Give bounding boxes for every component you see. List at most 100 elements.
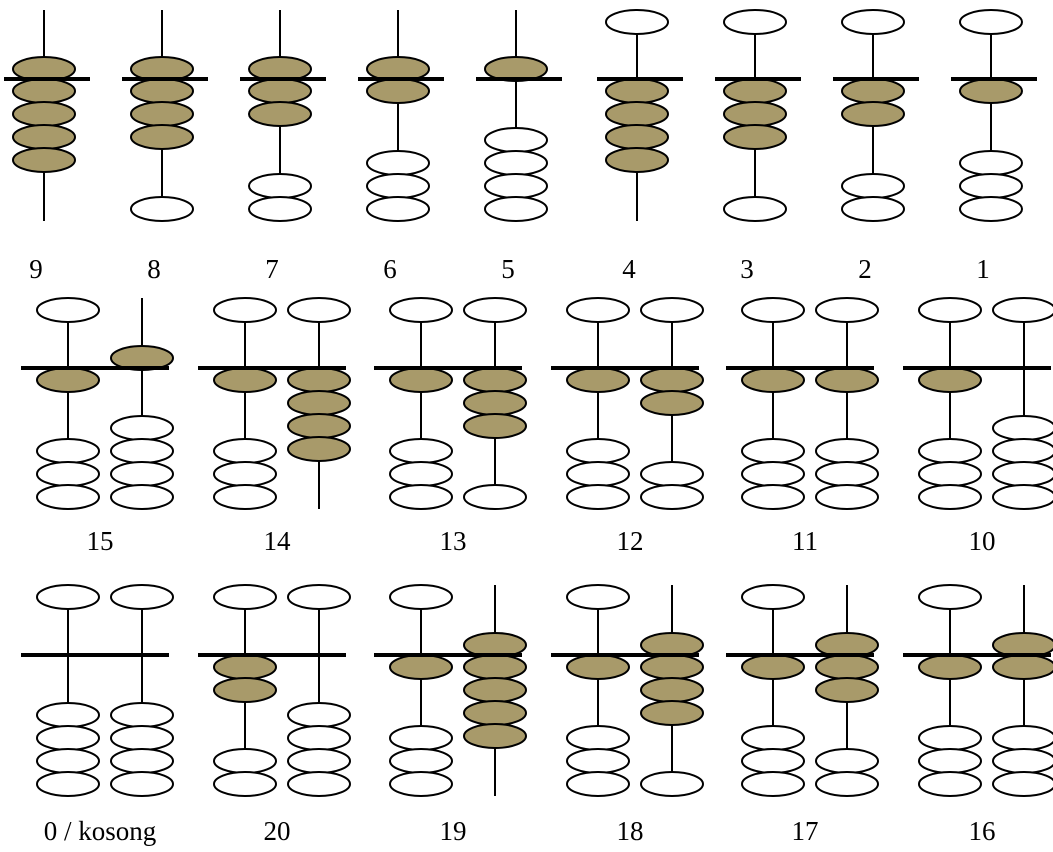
- earth-bead-idle: [288, 772, 350, 796]
- earth-bead-counted: [641, 701, 703, 725]
- earth-bead-idle: [567, 772, 629, 796]
- earth-bead-idle: [37, 726, 99, 750]
- earth-bead-counted: [606, 102, 668, 126]
- earth-bead-counted: [742, 655, 804, 679]
- earth-bead-idle: [842, 174, 904, 198]
- earth-bead-counted: [464, 368, 526, 392]
- earth-bead-counted: [131, 125, 193, 149]
- earth-bead-idle: [37, 439, 99, 463]
- earth-bead-idle: [993, 772, 1053, 796]
- heaven-bead-idle: [919, 585, 981, 609]
- earth-bead-counted: [37, 368, 99, 392]
- earth-bead-counted: [993, 655, 1053, 679]
- heaven-bead-idle: [288, 585, 350, 609]
- earth-bead-idle: [641, 772, 703, 796]
- earth-bead-counted: [131, 102, 193, 126]
- earth-bead-counted: [214, 655, 276, 679]
- earth-bead-counted: [214, 678, 276, 702]
- earth-bead-idle: [742, 439, 804, 463]
- earth-bead-counted: [464, 701, 526, 725]
- earth-bead-counted: [842, 79, 904, 103]
- earth-bead-idle: [390, 485, 452, 509]
- abacus-figure-15: 15: [21, 298, 173, 556]
- earth-bead-idle: [249, 174, 311, 198]
- earth-bead-idle: [214, 485, 276, 509]
- earth-bead-idle: [111, 703, 173, 727]
- earth-bead-idle: [816, 439, 878, 463]
- abacus-figure-1: 1: [951, 10, 1037, 284]
- abacus-figure-12: 12: [551, 298, 703, 556]
- earth-bead-counted: [742, 368, 804, 392]
- earth-bead-counted: [390, 368, 452, 392]
- heaven-bead-idle: [390, 585, 452, 609]
- earth-bead-counted: [567, 368, 629, 392]
- abacus-figure-16: 16: [903, 585, 1053, 846]
- earth-bead-idle: [214, 749, 276, 773]
- earth-bead-counted: [919, 368, 981, 392]
- earth-bead-idle: [464, 485, 526, 509]
- earth-bead-idle: [816, 772, 878, 796]
- earth-bead-counted: [919, 655, 981, 679]
- earth-bead-idle: [249, 197, 311, 221]
- earth-bead-idle: [641, 462, 703, 486]
- earth-bead-counted: [249, 102, 311, 126]
- earth-bead-idle: [919, 439, 981, 463]
- figure-label: 12: [617, 526, 644, 556]
- earth-bead-idle: [214, 439, 276, 463]
- earth-bead-counted: [842, 102, 904, 126]
- earth-bead-idle: [567, 485, 629, 509]
- earth-bead-idle: [390, 749, 452, 773]
- figure-label: 13: [440, 526, 467, 556]
- earth-bead-idle: [485, 174, 547, 198]
- heaven-bead-idle: [993, 298, 1053, 322]
- figure-label: 11: [792, 526, 818, 556]
- earth-bead-idle: [111, 485, 173, 509]
- earth-bead-idle: [131, 197, 193, 221]
- earth-bead-idle: [742, 749, 804, 773]
- earth-bead-idle: [993, 439, 1053, 463]
- earth-bead-counted: [13, 125, 75, 149]
- earth-bead-counted: [567, 655, 629, 679]
- earth-bead-idle: [960, 197, 1022, 221]
- earth-bead-counted: [816, 368, 878, 392]
- earth-bead-idle: [367, 151, 429, 175]
- abacus-figure-10: 10: [903, 298, 1053, 556]
- earth-bead-counted: [249, 79, 311, 103]
- figure-label: 4: [622, 254, 636, 284]
- earth-bead-idle: [742, 726, 804, 750]
- earth-bead-idle: [111, 462, 173, 486]
- earth-bead-idle: [485, 197, 547, 221]
- heaven-bead-idle: [111, 585, 173, 609]
- figure-label: 6: [383, 254, 397, 284]
- earth-bead-idle: [816, 749, 878, 773]
- earth-bead-idle: [214, 772, 276, 796]
- earth-bead-counted: [131, 79, 193, 103]
- earth-bead-idle: [919, 485, 981, 509]
- earth-bead-idle: [919, 749, 981, 773]
- earth-bead-counted: [816, 678, 878, 702]
- earth-bead-counted: [724, 125, 786, 149]
- earth-bead-counted: [464, 655, 526, 679]
- earth-bead-counted: [288, 391, 350, 415]
- earth-bead-idle: [993, 462, 1053, 486]
- earth-bead-idle: [993, 749, 1053, 773]
- earth-bead-counted: [214, 368, 276, 392]
- abacus-figure-11: 11: [726, 298, 878, 556]
- earth-bead-counted: [606, 79, 668, 103]
- earth-bead-counted: [724, 79, 786, 103]
- earth-bead-idle: [390, 462, 452, 486]
- heaven-bead-idle: [816, 298, 878, 322]
- earth-bead-counted: [390, 655, 452, 679]
- earth-bead-idle: [367, 174, 429, 198]
- earth-bead-counted: [13, 102, 75, 126]
- earth-bead-idle: [111, 416, 173, 440]
- abacus-figure-4: 4: [597, 10, 683, 284]
- earth-bead-idle: [919, 462, 981, 486]
- earth-bead-idle: [37, 703, 99, 727]
- earth-bead-idle: [288, 703, 350, 727]
- heaven-bead-idle: [960, 10, 1022, 34]
- earth-bead-idle: [111, 749, 173, 773]
- earth-bead-idle: [993, 485, 1053, 509]
